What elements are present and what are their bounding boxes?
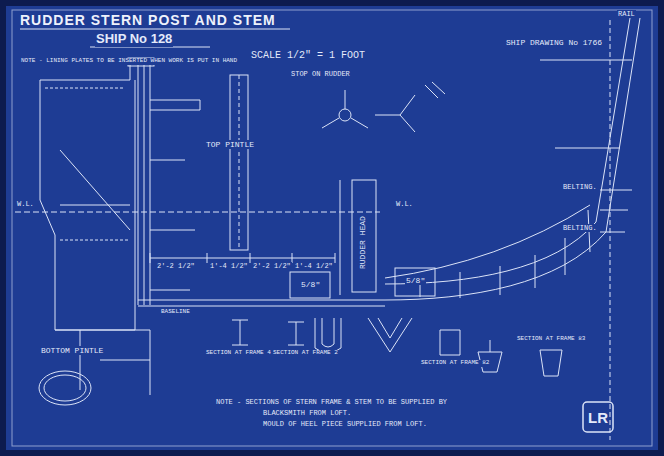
note: NOTE - SECTIONS OF STERN FRAME & STEM TO… <box>215 398 448 406</box>
part-name: RAIL <box>617 10 636 18</box>
dimension: 2'-2 1/2" <box>156 262 196 270</box>
part-name: BELTING. <box>562 224 598 232</box>
part-name: STOP ON RUDDER <box>290 70 351 78</box>
section-label: SECTION AT FRAME 2 <box>272 350 339 357</box>
waterline-label: W.L. <box>16 200 35 208</box>
part-name: BELTING. <box>562 183 598 191</box>
waterline-label: W.L. <box>395 200 414 208</box>
dimension: 5/8" <box>405 276 426 285</box>
baseline-label: BASELINE <box>160 309 191 316</box>
logo: LR <box>587 409 609 426</box>
section-label: SECTION AT FRAME 82 <box>420 360 490 367</box>
dimension: 1'-4 1/2" <box>209 262 249 270</box>
part-name: BOTTOM PINTLE <box>40 346 104 355</box>
scale-note: SCALE 1/2" = 1 FOOT <box>250 50 366 62</box>
part-name: TOP PINTLE <box>205 140 255 149</box>
note: BLACKSMITH FROM LOFT. <box>262 409 352 417</box>
dimension: 1'-4 1/2" <box>294 262 334 270</box>
drawing-number: SHIP DRAWING No 1766 <box>505 38 603 47</box>
drawing-title: RUDDER STERN POST AND STEM <box>20 12 276 28</box>
dimension: 2'-2 1/2" <box>252 262 292 270</box>
note: MOULD OF HEEL PIECE SUPPLIED FROM LOFT. <box>262 420 428 428</box>
note: NOTE - LINING PLATES TO BE INSERTED WHEN… <box>20 58 238 65</box>
dimension: 5/8" <box>300 280 321 289</box>
ship-number: SHIP No 128 <box>95 32 173 47</box>
section-label: SECTION AT FRAME 83 <box>516 336 586 343</box>
part-name: RUDDER HEAD <box>358 215 367 270</box>
section-label: SECTION AT FRAME 4 <box>205 350 272 357</box>
